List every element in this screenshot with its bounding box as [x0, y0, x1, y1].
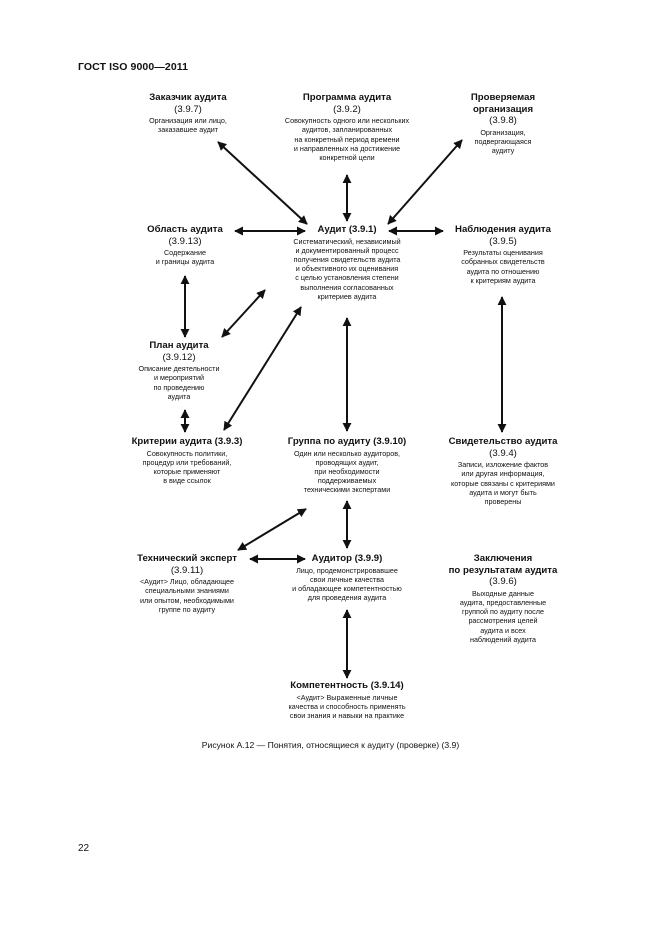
- node-description: Совокупность одного или нескольких аудит…: [284, 116, 410, 162]
- node-description: <Аудит> Лицо, обладающее специальными зн…: [139, 577, 235, 614]
- node-audit-findings: Наблюдения аудита (3.9.5) Результаты оце…: [440, 224, 566, 285]
- arrow-team-expert: [237, 508, 307, 551]
- node-description: Совокупность политики, процедур или треб…: [142, 448, 232, 486]
- node-code: (3.9.8): [489, 115, 517, 127]
- arrow-auditee-audit: [387, 139, 463, 225]
- node-description: Организация или лицо, заказавшее аудит: [149, 116, 227, 135]
- node-audit: Аудит (3.9.1) Систематический, независим…: [268, 224, 426, 301]
- arrow-plan-audit: [221, 289, 266, 338]
- node-code: (3.9.13): [168, 235, 202, 247]
- node-audit-plan: План аудита (3.9.12) Описание деятельнос…: [124, 340, 234, 401]
- node-title: Заказчик аудита: [149, 92, 227, 103]
- node-description: Систематический, независимый и документи…: [293, 236, 401, 301]
- node-audit-client: Заказчик аудита (3.9.7) Организация или …: [118, 92, 258, 135]
- node-title: Аудитор (3.9.9): [311, 553, 383, 564]
- node-title: Свидетельство аудита: [448, 436, 558, 447]
- node-title: Программа аудита: [302, 92, 392, 103]
- node-title: Технический эксперт: [137, 553, 237, 564]
- node-description: Лицо, продемонстрировавшее свои личные к…: [292, 565, 402, 603]
- node-title: Компетентность (3.9.14): [290, 680, 404, 691]
- node-code: (3.9.6): [489, 576, 517, 588]
- node-title: Область аудита: [147, 224, 223, 235]
- page-number: 22: [78, 843, 90, 854]
- node-code: (3.9.11): [170, 564, 204, 576]
- node-description: Описание деятельности и мероприятий по п…: [138, 364, 220, 401]
- node-technical-expert: Технический эксперт (3.9.11) <Аудит> Лиц…: [112, 553, 262, 614]
- node-audit-team: Группа по аудиту (3.9.10) Один или неско…: [266, 436, 428, 495]
- node-audit-programme: Программа аудита (3.9.2) Совокупность од…: [258, 92, 436, 162]
- node-audit-evidence: Свидетельство аудита (3.9.4) Записи, изл…: [430, 436, 576, 506]
- node-description: Организация, подвергающаяся аудиту: [474, 127, 532, 156]
- node-description: <Аудит> Выраженные личные качества и спо…: [288, 692, 406, 720]
- node-audit-criteria: Критерии аудита (3.9.3) Совокупность пол…: [112, 436, 262, 485]
- node-title: Группа по аудиту (3.9.10): [287, 436, 407, 447]
- node-code: (3.9.7): [174, 103, 202, 115]
- node-code: (3.9.5): [489, 235, 517, 247]
- node-description: Результаты оценивания собранных свидетел…: [461, 248, 545, 285]
- node-audit-scope: Область аудита (3.9.13) Содержание и гра…: [125, 224, 245, 267]
- node-description: Один или несколько аудиторов, проводящих…: [293, 448, 401, 495]
- node-description: Содержание и границы аудита: [155, 248, 215, 267]
- node-code: (3.9.2): [333, 103, 361, 115]
- node-code: (3.9.4): [489, 447, 517, 459]
- figure-caption: Рисунок А.12 — Понятия, относящиеся к ау…: [201, 740, 460, 750]
- node-title: План аудита: [149, 340, 209, 351]
- node-competence: Компетентность (3.9.14) <Аудит> Выраженн…: [262, 680, 432, 720]
- node-description: Записи, изложение фактов или другая инфо…: [451, 460, 555, 506]
- node-title: Аудит (3.9.1): [317, 224, 377, 235]
- node-auditor: Аудитор (3.9.9) Лицо, продемонстрировавш…: [270, 553, 424, 602]
- node-title: Наблюдения аудита: [455, 224, 551, 235]
- arrow-criteria-audit: [223, 306, 302, 431]
- node-code: (3.9.12): [162, 351, 196, 363]
- arrow-client-audit: [217, 141, 308, 225]
- node-description: Выходные данные аудита, предоставленные …: [459, 588, 547, 644]
- document-header: ГОСТ ISO 9000—2011: [78, 61, 189, 73]
- node-title: Критерии аудита (3.9.3): [131, 436, 243, 447]
